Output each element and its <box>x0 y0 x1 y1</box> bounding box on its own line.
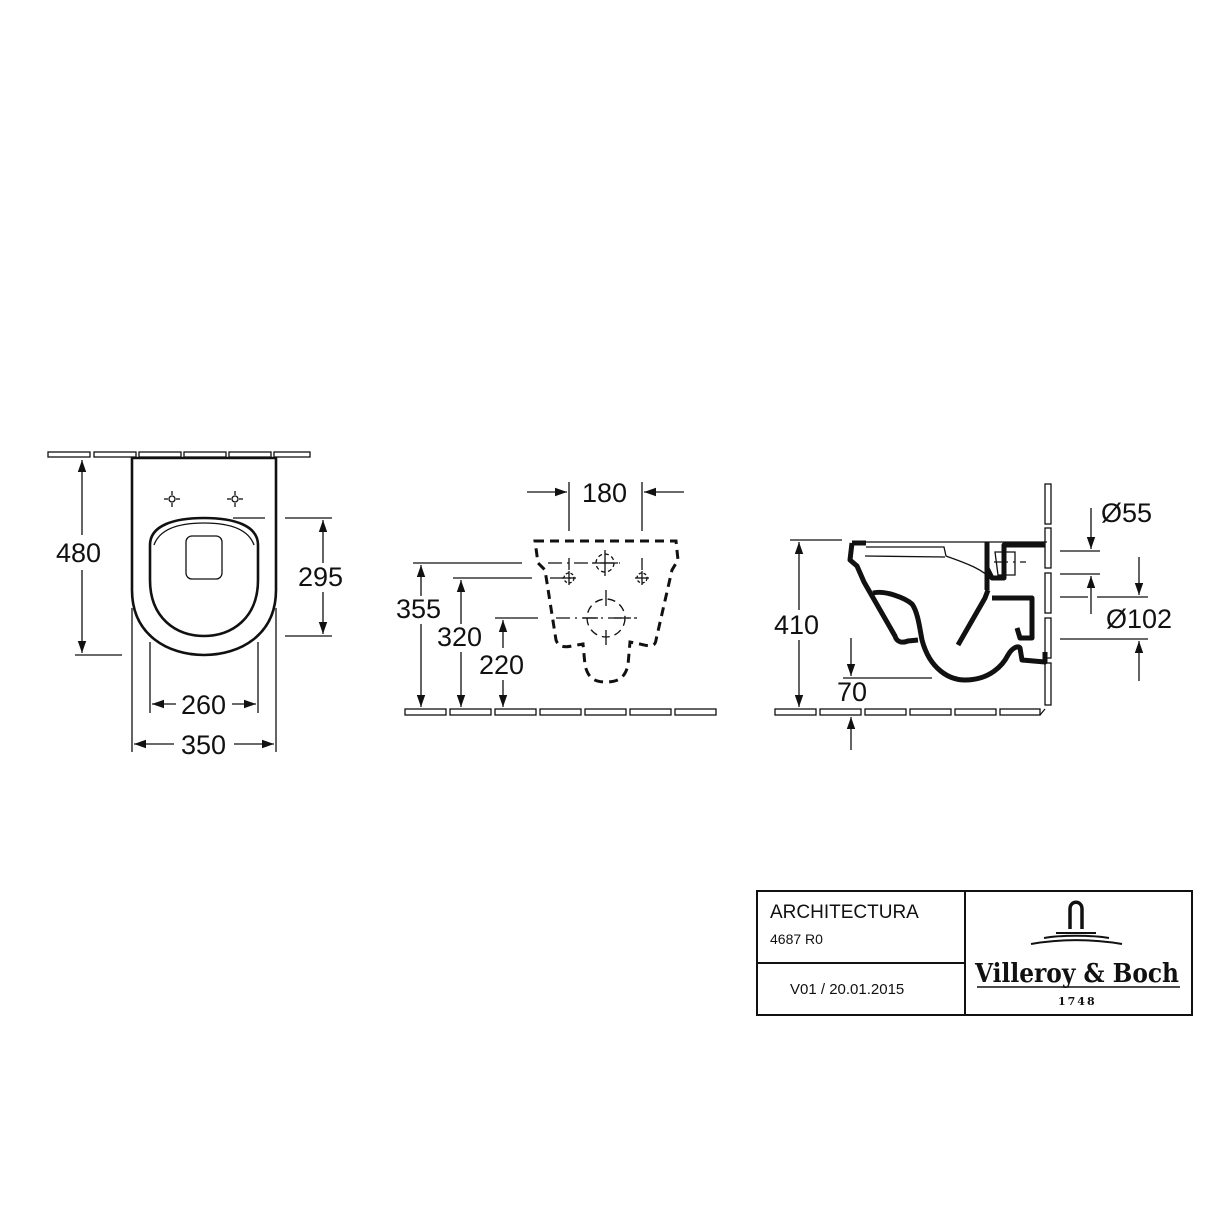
dimension-height-220: 220 <box>479 650 524 680</box>
side-view: 410 70 Ø55 Ø102 <box>774 483 1172 750</box>
product-name: ARCHITECTURA <box>770 902 919 923</box>
dimension-inlet-diameter: Ø55 <box>1101 498 1152 528</box>
fixing-hole-icon <box>635 571 649 585</box>
dimension-depth: 480 <box>56 538 101 568</box>
founded-year: 1748 <box>1058 995 1097 1008</box>
dimension-height-355: 355 <box>396 594 441 624</box>
rear-outline <box>533 539 680 684</box>
dimension-height-320: 320 <box>437 622 482 652</box>
dimension-outlet-height: 70 <box>837 677 867 707</box>
wall-tiles <box>47 451 311 458</box>
inlet-hole-icon <box>592 550 618 576</box>
version-date: V01 / 20.01.2015 <box>790 981 904 998</box>
brand-name: Villeroy & Boch <box>974 959 1179 989</box>
lid-rectangle <box>185 535 223 580</box>
fixing-point-icon <box>164 491 180 507</box>
top-view: 480 295 260 350 <box>47 451 343 760</box>
dimension-overall-width: 350 <box>181 730 226 760</box>
dimension-seat-depth: 295 <box>298 562 343 592</box>
dimension-height-410: 410 <box>774 610 819 640</box>
outlet-hole-icon <box>583 590 631 645</box>
toilet-section <box>847 540 1048 683</box>
rear-view: 180 355 320 220 <box>396 478 717 716</box>
title-block: ARCHITECTURA 4687 R0 V01 / 20.01.2015 Vi… <box>756 890 1193 1016</box>
floor-tiles <box>404 708 717 716</box>
dimension-fixing-spacing: 180 <box>582 478 627 508</box>
article-number: 4687 R0 <box>770 931 823 947</box>
dimension-outlet-diameter: Ø102 <box>1106 604 1172 634</box>
wall-tiles <box>1039 483 1052 716</box>
seat-opening <box>148 516 260 638</box>
fixing-point-icon <box>227 491 243 507</box>
floor-tiles <box>774 708 1041 716</box>
brand-logo-icon <box>1030 900 1123 945</box>
fixing-hole-icon <box>562 571 576 585</box>
bowl-outline <box>130 456 278 657</box>
dimension-inner-width: 260 <box>181 690 226 720</box>
